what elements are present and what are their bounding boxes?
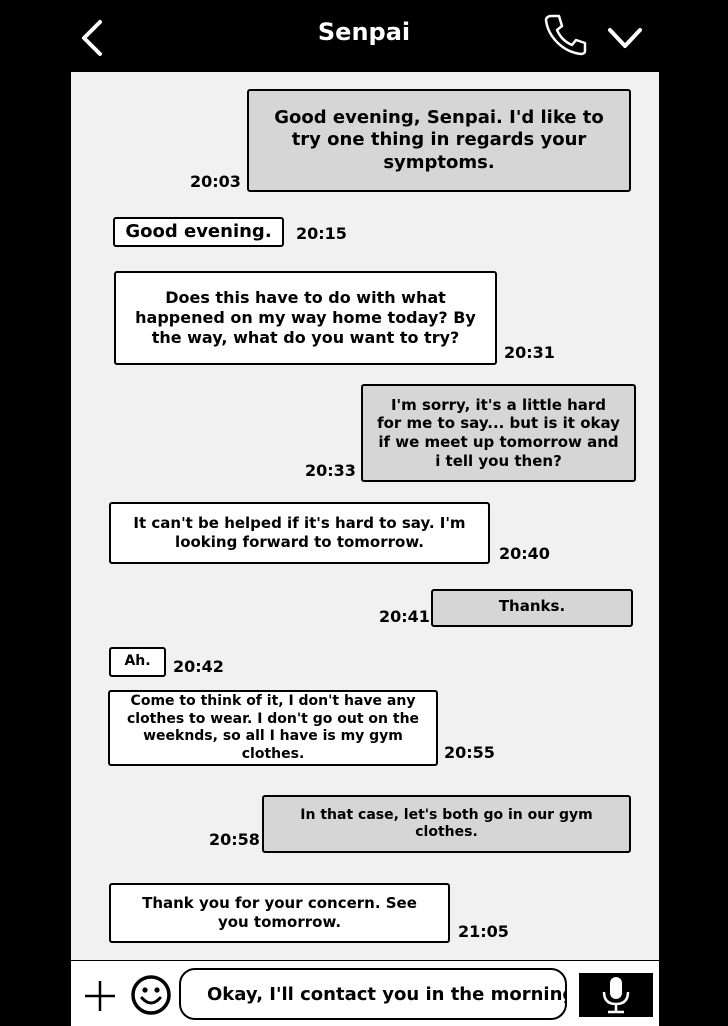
message-input[interactable]: Okay, I'll contact you in the morning [179,968,567,1020]
phone-icon [544,14,587,56]
message-time: 20:33 [305,461,356,480]
message-time: 20:15 [296,224,347,243]
message-time: 20:42 [173,657,224,676]
message-draft-text: Okay, I'll contact you in the morning [207,983,567,1005]
message-bubble-received: Good evening. [113,217,284,247]
plus-icon [85,981,115,1011]
microphone-icon [602,977,630,1014]
message-time: 20:03 [190,172,241,191]
message-bubble-sent: I'm sorry, it's a little hard for me to … [361,384,636,482]
message-bubble-sent: In that case, let's both go in our gym c… [262,795,631,853]
message-bubble-received: Come to think of it, I don't have any cl… [108,690,438,766]
message-time: 20:31 [504,343,555,362]
message-time: 20:55 [444,743,495,762]
message-time: 20:41 [379,607,430,626]
message-time: 20:58 [209,830,260,849]
voice-record-button[interactable] [579,973,653,1017]
message-time: 21:05 [458,922,509,941]
emoji-button[interactable] [130,974,172,1016]
message-bubble-sent: Thanks. [431,589,633,627]
menu-dropdown-button[interactable] [607,22,643,52]
message-bubble-received: It can't be helped if it's hard to say. … [109,502,490,564]
message-bubble-received: Does this have to do with what happened … [114,271,497,365]
page-title: Senpai [317,18,411,46]
message-bubble-received: Thank you for your concern. See you tomo… [109,883,450,943]
message-bubble-sent: Good evening, Senpai. I'd like to try on… [247,89,631,192]
composer-bar: Okay, I'll contact you in the morning [71,960,659,1026]
chat-thread[interactable]: Good evening, Senpai. I'd like to try on… [71,72,659,1025]
message-bubble-received: Ah. [109,647,166,677]
add-attachment-button[interactable] [83,979,117,1013]
back-button[interactable] [78,18,110,58]
smiley-icon [131,975,171,1015]
call-button[interactable] [543,12,587,56]
chevron-down-icon [608,28,642,48]
chevron-left-icon [82,20,102,56]
message-time: 20:40 [499,544,550,563]
